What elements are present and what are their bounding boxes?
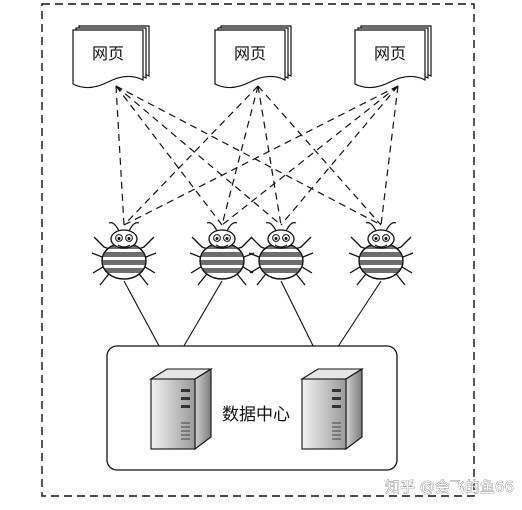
web-page-label: 网页	[374, 44, 406, 63]
dashed-link	[257, 85, 382, 226]
web-page-label: 网页	[234, 44, 266, 63]
web-page: 网页	[72, 25, 150, 89]
spider-icon	[248, 222, 314, 286]
dashed-link	[115, 85, 282, 226]
dashed-link	[115, 85, 382, 226]
web-page: 网页	[214, 25, 292, 89]
dashed-link	[115, 85, 125, 226]
dashed-link	[221, 85, 399, 226]
spiders	[91, 222, 414, 286]
dashed-link	[123, 85, 399, 226]
web-page: 网页	[354, 25, 432, 89]
server-icon	[149, 368, 213, 451]
pages: 网页 网页 网页	[72, 25, 432, 89]
server-icon	[300, 368, 364, 451]
outer-frame	[41, 3, 475, 497]
web-page-label: 网页	[92, 44, 124, 63]
dashed-link	[123, 85, 259, 226]
dashed-link	[115, 85, 223, 226]
spider-icon	[348, 222, 414, 286]
watermark-text: 知乎 @会飞的鱼66	[385, 478, 514, 496]
data-center-label: 数据中心	[222, 405, 290, 425]
spider-icon	[91, 222, 157, 286]
dashed-link	[380, 85, 399, 226]
dashed-link	[280, 85, 399, 226]
dashed-link	[257, 85, 282, 226]
spider-icon	[189, 222, 255, 286]
page-spider-links	[115, 85, 399, 226]
servers	[149, 368, 364, 451]
dashed-link	[221, 85, 259, 226]
